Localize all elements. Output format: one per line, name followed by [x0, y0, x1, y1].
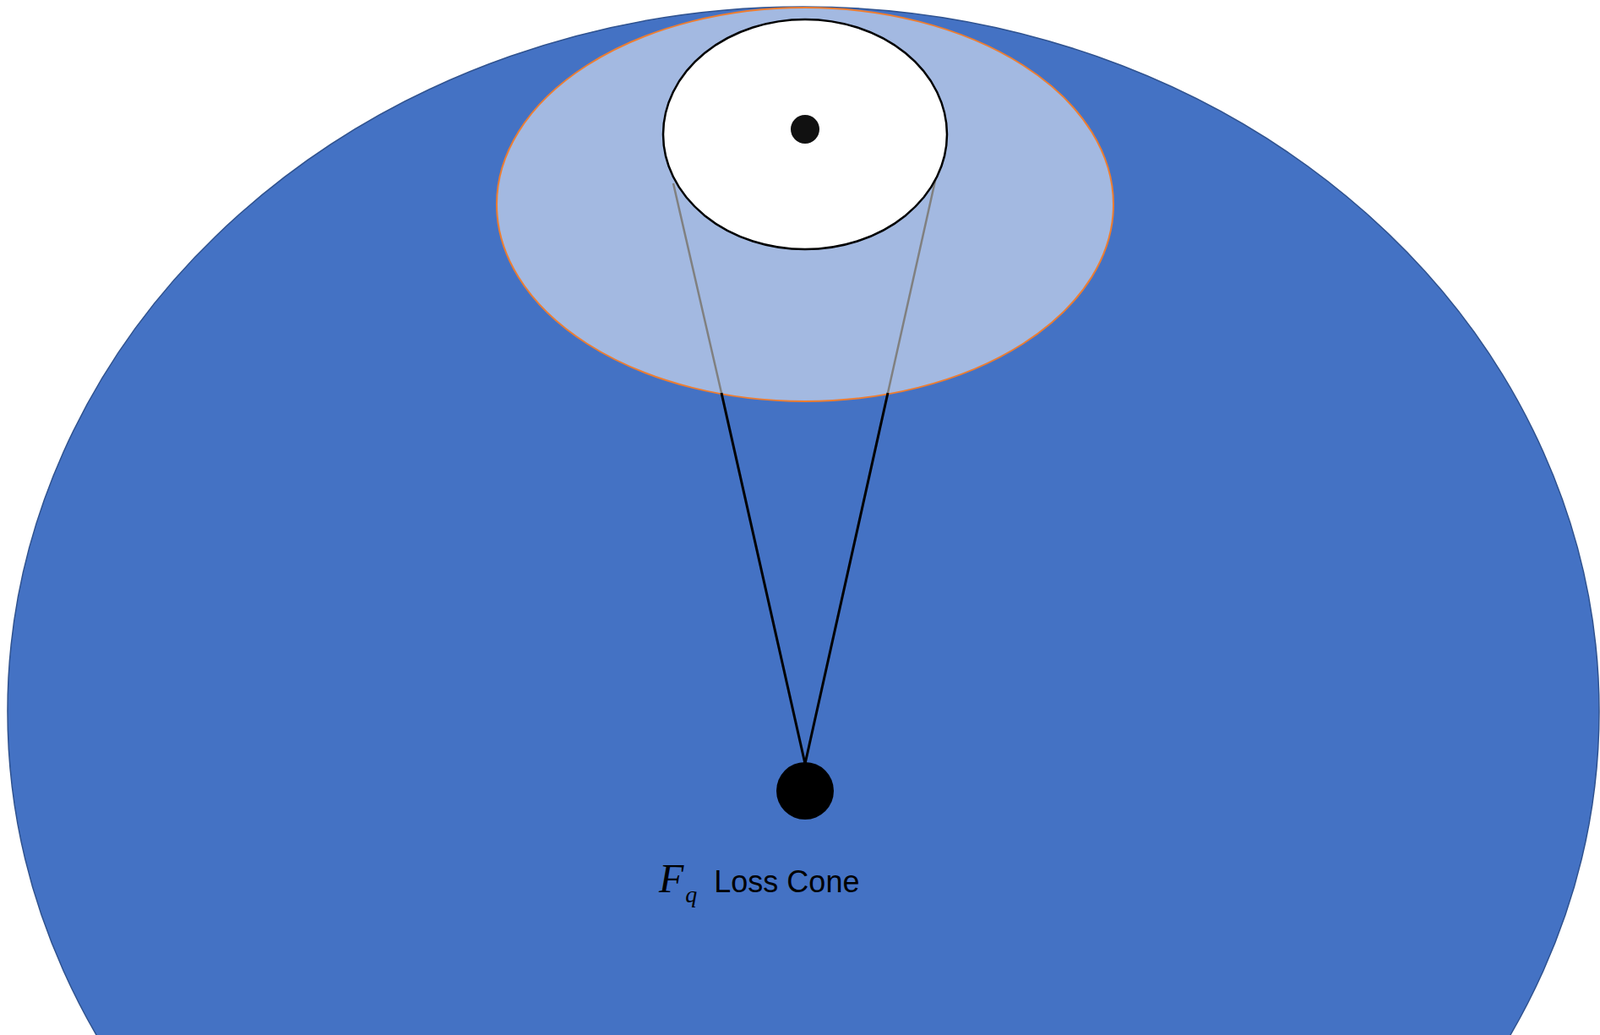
- large-dot: [776, 761, 834, 820]
- symbol-letter: F: [658, 855, 684, 901]
- small-dot: [790, 114, 820, 144]
- symbol-subscript: q: [685, 881, 697, 908]
- light-region: [496, 7, 1114, 402]
- cone-line: [805, 392, 888, 764]
- caption-text: Loss Cone: [713, 864, 860, 899]
- white-region: [663, 19, 947, 250]
- outer-region: [7, 6, 1600, 1035]
- cone-line: [721, 392, 806, 764]
- caption-group: FqLoss Cone: [658, 854, 860, 902]
